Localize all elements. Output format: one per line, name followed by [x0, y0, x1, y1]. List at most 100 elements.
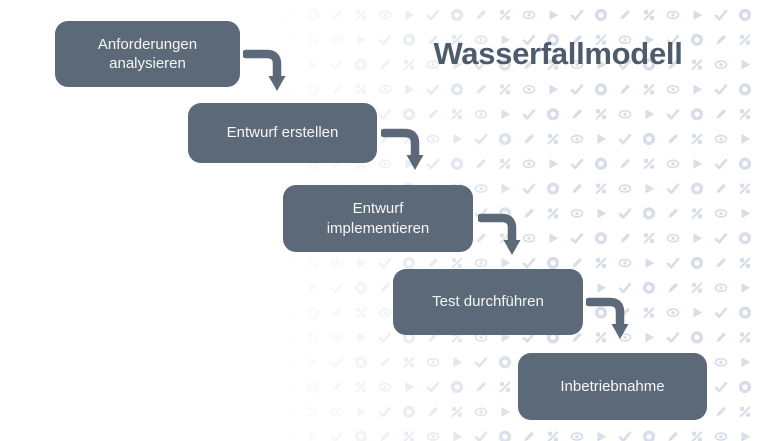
- check-icon: [522, 109, 536, 120]
- check-icon: [666, 257, 680, 269]
- percent-icon: [691, 207, 703, 220]
- flow-step-entwurf-erstellen: Entwurf erstellen: [188, 103, 377, 163]
- check-icon: [522, 183, 536, 194]
- percent-icon: [451, 257, 463, 269]
- eye-icon: [522, 233, 536, 243]
- eye-icon: [666, 159, 680, 169]
- check-icon: [714, 233, 728, 244]
- pencil-icon: [572, 183, 582, 194]
- play-icon: [549, 84, 559, 95]
- percent-icon: [307, 33, 319, 46]
- flow-step-label: Entwurf implementieren: [326, 200, 430, 237]
- pencil-icon: [620, 158, 630, 169]
- eye-icon: [378, 10, 392, 20]
- check-icon: [330, 282, 344, 294]
- pencil-icon: [524, 431, 534, 441]
- play-icon: [501, 183, 511, 194]
- donut-icon: [738, 8, 752, 22]
- check-icon: [714, 9, 728, 21]
- play-icon: [549, 158, 559, 169]
- flow-arrow-3-icon: [478, 213, 521, 255]
- flow-step-entwurf-implementieren: Entwurf implementieren: [283, 185, 473, 252]
- eye-icon: [522, 10, 536, 20]
- pencil-icon: [716, 406, 726, 417]
- pencil-icon: [380, 59, 390, 70]
- check-icon: [378, 257, 392, 269]
- play-icon: [645, 109, 655, 120]
- check-icon: [570, 84, 584, 95]
- eye-icon: [474, 407, 488, 417]
- donut-icon: [450, 157, 464, 170]
- pencil-icon: [716, 332, 726, 343]
- donut-icon: [594, 83, 608, 96]
- donut-icon: [738, 232, 752, 245]
- donut-icon: [594, 8, 608, 22]
- check-icon: [426, 84, 440, 95]
- pencil-icon: [668, 282, 678, 293]
- donut-icon: [690, 182, 704, 195]
- eye-icon: [666, 85, 680, 94]
- check-icon: [378, 34, 392, 46]
- eye-icon: [666, 308, 680, 317]
- check-icon: [714, 158, 728, 170]
- donut-icon: [642, 207, 656, 220]
- check-icon: [666, 183, 680, 194]
- eye-icon: [282, 432, 296, 441]
- donut-icon: [690, 256, 704, 270]
- play-icon: [453, 134, 463, 144]
- percent-icon: [643, 157, 655, 170]
- check-icon: [666, 109, 680, 120]
- eye-icon: [330, 333, 344, 342]
- donut-icon: [546, 108, 560, 121]
- flow-arrow-4-icon: [586, 297, 629, 339]
- donut-icon: [642, 281, 656, 294]
- percent-icon: [691, 430, 703, 441]
- percent-icon: [595, 257, 607, 269]
- check-icon: [378, 109, 392, 120]
- eye-icon: [618, 258, 632, 268]
- check-icon: [570, 9, 584, 21]
- percent-icon: [643, 232, 655, 245]
- play-icon: [549, 233, 559, 244]
- donut-icon: [546, 256, 560, 270]
- play-icon: [405, 382, 415, 392]
- eye-icon: [714, 357, 728, 367]
- play-icon: [405, 10, 415, 20]
- pencil-icon: [332, 84, 342, 95]
- flow-arrow-2-icon: [381, 128, 424, 170]
- percent-icon: [739, 257, 751, 269]
- play-icon: [405, 84, 415, 95]
- percent-icon: [355, 306, 367, 319]
- donut-icon: [594, 232, 608, 245]
- check-icon: [330, 59, 344, 70]
- play-icon: [357, 406, 367, 417]
- percent-icon: [307, 331, 319, 344]
- pencil-icon: [620, 84, 630, 95]
- eye-icon: [570, 209, 584, 218]
- donut-icon: [306, 83, 320, 96]
- donut-icon: [306, 8, 320, 22]
- percent-icon: [355, 381, 367, 393]
- percent-icon: [499, 381, 511, 393]
- pencil-icon: [380, 431, 390, 441]
- donut-icon: [738, 83, 752, 96]
- check-icon: [378, 406, 392, 418]
- check-icon: [570, 233, 584, 244]
- check-icon: [714, 381, 728, 393]
- check-icon: [522, 257, 536, 269]
- pencil-icon: [572, 109, 582, 119]
- pencil-icon: [380, 357, 390, 367]
- donut-icon: [450, 380, 464, 394]
- pencil-icon: [284, 332, 294, 343]
- pencil-icon: [668, 208, 678, 219]
- donut-icon: [354, 281, 368, 294]
- percent-icon: [739, 331, 751, 344]
- play-icon: [741, 208, 751, 219]
- donut-icon: [306, 306, 320, 319]
- check-icon: [426, 9, 440, 21]
- percent-icon: [451, 108, 463, 121]
- percent-icon: [739, 108, 751, 121]
- eye-icon: [330, 258, 344, 268]
- percent-icon: [307, 257, 319, 269]
